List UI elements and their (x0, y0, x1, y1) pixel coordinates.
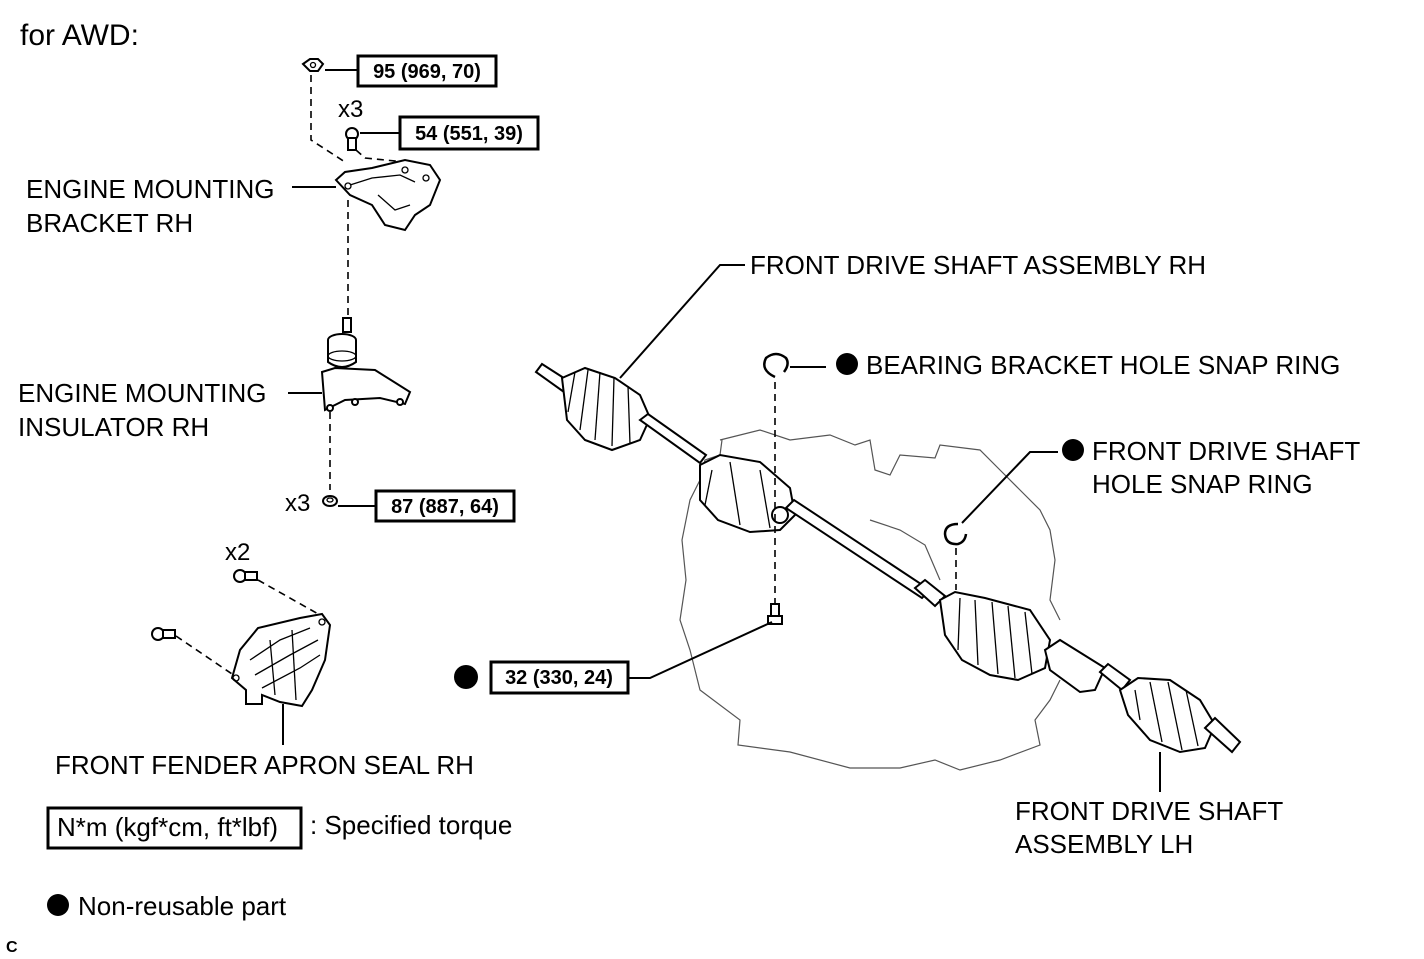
bracket-label-line2: BRACKET RH (26, 208, 193, 238)
apron-bolt-left (151, 627, 176, 641)
legend-nonreusable-text: Non-reusable part (78, 891, 287, 921)
apron-label: FRONT FENDER APRON SEAL RH (55, 750, 474, 780)
shaft-rh-label: FRONT DRIVE SHAFT ASSEMBLY RH (750, 250, 1206, 280)
bracket-bolt-torque: 54 (551, 39) (415, 123, 523, 145)
insulator-label-line2: INSULATOR RH (18, 412, 209, 442)
front-drive-shaft-hole-snap-ring (943, 522, 968, 546)
shaft-lh-label-line2: ASSEMBLY LH (1015, 829, 1193, 859)
nut-top-torque-box: 95 (969, 70) (356, 54, 498, 88)
bearing-bracket-bolt (767, 603, 783, 625)
legend-torque-text: : Specified torque (310, 810, 512, 840)
bearing-bolt-torque: 32 (330, 24) (505, 667, 613, 689)
insulator-nut-torque-box: 87 (887, 64) (374, 489, 516, 523)
shaft-rh-leader (619, 264, 745, 379)
hole-ring-nonreusable-mark (1062, 439, 1084, 461)
guide-apron-left (175, 635, 236, 677)
bracket-bolt-torque-box: 54 (551, 39) (398, 115, 540, 151)
bearing-ring-nonreusable-mark (836, 353, 858, 375)
legend-nonreusable-mark (47, 894, 69, 916)
corner-mark: C (6, 939, 18, 956)
torque-legend: N*m (kgf*cm, ft*lbf) : Specified torque (46, 806, 512, 850)
hole-ring-leader (961, 451, 1058, 524)
bracket-bolt-count: x3 (338, 96, 363, 123)
heading: for AWD: (20, 19, 139, 52)
top-nut (301, 58, 325, 72)
front-fender-apron-seal-rh (230, 612, 332, 708)
apron-bolt-count: x2 (225, 539, 250, 566)
engine-mounting-bracket-rh (334, 158, 442, 232)
bearing-bracket-snap-ring (763, 352, 789, 379)
hole-ring-label-line2: HOLE SNAP RING (1092, 469, 1313, 499)
bracket-bolt (345, 127, 359, 151)
nonreusable-legend: Non-reusable part (47, 891, 287, 921)
bearing-bolt-torque-box: 32 (330, 24) (489, 660, 630, 695)
shaft-lh-label-line1: FRONT DRIVE SHAFT (1015, 796, 1283, 826)
apron-bolt-upper (233, 569, 258, 583)
insulator-nut-count: x3 (285, 490, 310, 517)
legend-torque-unit: N*m (kgf*cm, ft*lbf) (57, 812, 278, 842)
front-drive-shaft-assembly (534, 362, 1242, 754)
bearing-bolt-nonreusable-mark (454, 665, 478, 689)
guide-nut (310, 75, 346, 163)
hole-ring-label-line1: FRONT DRIVE SHAFT (1092, 436, 1360, 466)
insulator-nut-torque: 87 (887, 64) (391, 496, 499, 518)
bracket-label-line1: ENGINE MOUNTING (26, 174, 274, 204)
insulator-label-line1: ENGINE MOUNTING (18, 378, 266, 408)
bearing-ring-label: BEARING BRACKET HOLE SNAP RING (866, 350, 1340, 380)
nut-top-torque: 95 (969, 70) (373, 61, 481, 83)
insulator-nut (322, 495, 338, 507)
engine-mounting-insulator-rh (320, 317, 412, 412)
bearing-bolt-leader (628, 621, 773, 679)
guide-apron-upper (257, 579, 321, 616)
